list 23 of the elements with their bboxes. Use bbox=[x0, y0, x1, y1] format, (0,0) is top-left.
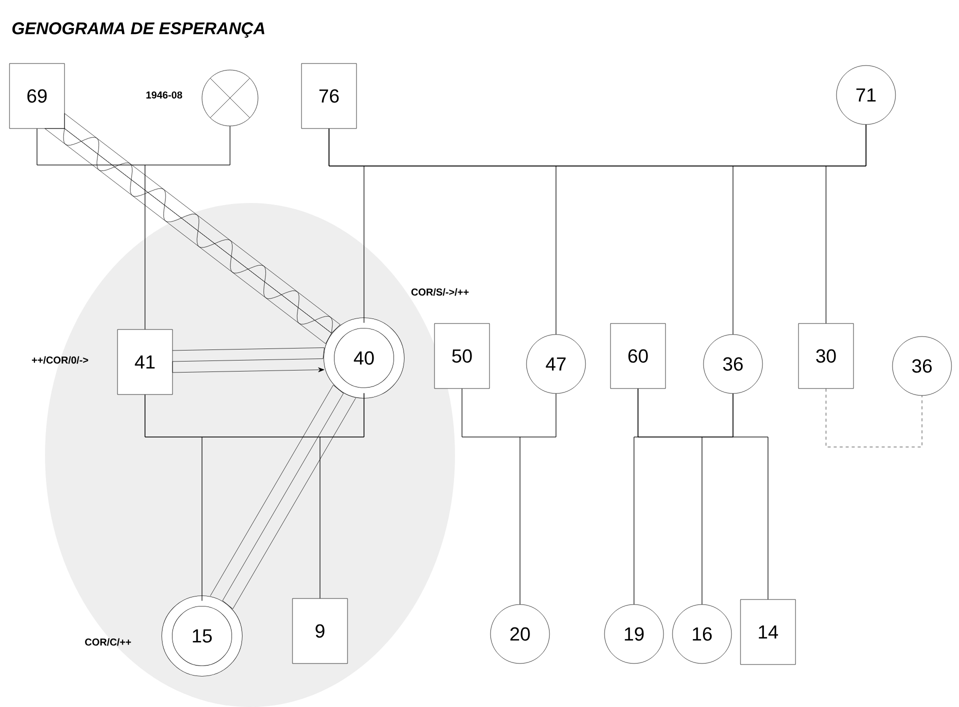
male-square: 60 bbox=[610, 323, 666, 389]
annotation: ++/COR/0/-> bbox=[32, 356, 88, 364]
title: GENOGRAMA DE ESPERANÇA bbox=[12, 22, 264, 38]
male-square: 14 bbox=[740, 599, 796, 665]
descent-line bbox=[732, 394, 768, 600]
male-square: 50 bbox=[434, 323, 490, 389]
descent-line bbox=[826, 124, 866, 324]
relationship-line bbox=[210, 384, 356, 610]
annotation: COR/C/++ bbox=[85, 638, 131, 646]
annotation: 1946-08 bbox=[146, 91, 182, 99]
descent-line bbox=[520, 394, 556, 604]
relationship-line bbox=[172, 348, 324, 373]
marriage-line bbox=[826, 388, 922, 448]
relationship-line bbox=[44, 113, 340, 344]
descent-line bbox=[144, 126, 230, 330]
descent-line bbox=[320, 393, 364, 598]
male-square: 69 bbox=[9, 63, 65, 129]
male-square: 30 bbox=[798, 323, 854, 389]
male-square: 9 bbox=[292, 598, 348, 664]
annotation: COR/S/->/++ bbox=[411, 288, 469, 296]
male-square: 76 bbox=[301, 63, 357, 129]
deceased-circle bbox=[202, 70, 258, 126]
male-square: 41 bbox=[117, 329, 173, 395]
